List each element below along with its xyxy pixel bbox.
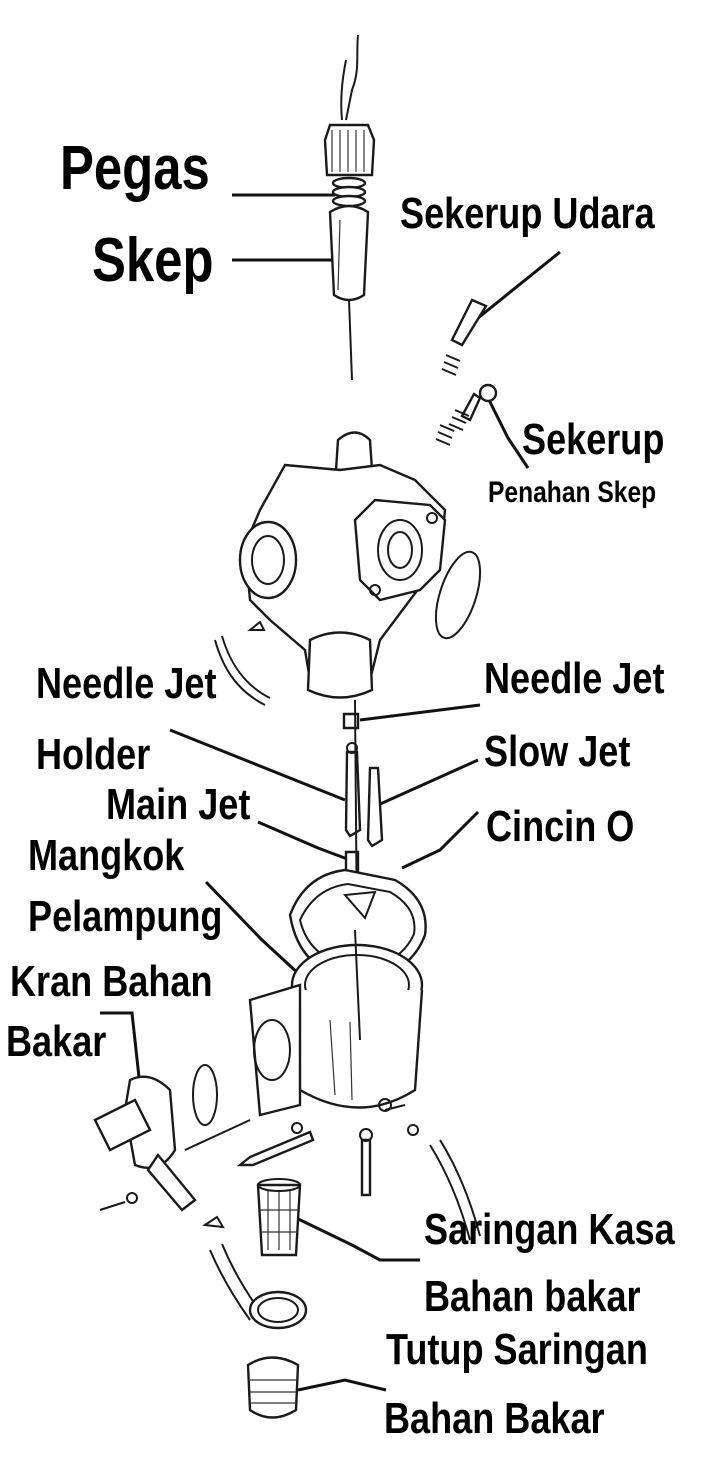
label-mangkok-line1: Mangkok [28, 831, 185, 880]
label-needle-jet: Needle Jet [484, 654, 665, 703]
label-saringan-kasa-line1: Saringan Kasa [424, 1205, 675, 1254]
label-main-jet: Main Jet [106, 780, 251, 829]
air-screw [435, 298, 488, 446]
carburetor-body [214, 431, 482, 706]
label-skep: Skep [92, 226, 214, 295]
throttle-cable [340, 34, 359, 121]
label-needle-jet-holder-line2: Holder [36, 730, 151, 779]
label-tutup-saringan-line1: Tutup Saringan [386, 1325, 648, 1374]
label-tutup-saringan-line2: Bahan Bakar [384, 1394, 605, 1443]
label-sekerup-udara: Sekerup Udara [400, 189, 655, 238]
strainer-o-ring [248, 1290, 308, 1330]
leader-lines [100, 193, 561, 1392]
label-mangkok-line2: Pelampung [28, 892, 223, 941]
float-bowl [248, 929, 424, 1117]
fuel-cock [93, 1064, 251, 1212]
label-cincin-o: Cincin O [486, 802, 635, 851]
strainer-cap [246, 1356, 300, 1419]
label-kran-line2: Bakar [6, 1017, 107, 1066]
fuel-strainer [256, 1178, 302, 1257]
label-sekerup: Sekerup [522, 415, 665, 464]
spring [331, 176, 367, 208]
label-slow-jet: Slow Jet [484, 727, 631, 776]
slide-retaining-screw [448, 383, 498, 431]
throttle-slide [328, 204, 370, 381]
label-penahan-skep: Penahan Skep [488, 476, 657, 509]
label-pegas: Pegas [60, 134, 210, 203]
carburetor-cap [323, 123, 376, 177]
label-needle-jet-holder-line1: Needle Jet [36, 659, 217, 708]
small-screws [99, 1104, 481, 1241]
label-kran-line1: Kran Bahan [10, 957, 213, 1006]
label-saringan-kasa-line2: Bahan bakar [424, 1272, 641, 1321]
